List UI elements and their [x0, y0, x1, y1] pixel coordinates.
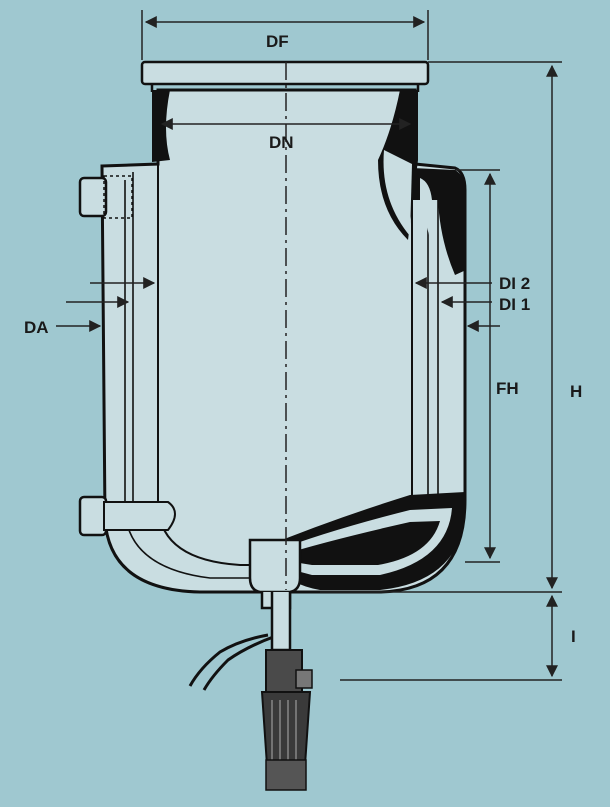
- label-da: DA: [24, 318, 49, 337]
- label-i: I: [571, 627, 576, 646]
- lower-side-nozzle: [78, 495, 108, 537]
- label-dn: DN: [269, 133, 294, 152]
- label-di2: DI 2: [499, 274, 531, 293]
- valve-nut: [295, 669, 313, 689]
- lower-nozzle-body: [103, 501, 176, 531]
- upper-side-nozzle: [78, 176, 108, 218]
- outer-jacket: [100, 88, 467, 594]
- bottom-outlet-neck: [248, 538, 302, 594]
- label-fh: FH: [496, 379, 519, 398]
- valve-handle-end: [265, 759, 307, 791]
- top-flange: [140, 60, 430, 86]
- label-df: DF: [266, 32, 289, 51]
- upper-nozzle-hidden-line: [103, 175, 133, 219]
- bottom-outlet-stem: [270, 592, 292, 652]
- jacket-section-bottom-gap-2: [278, 521, 440, 565]
- valve-handle-grip: [271, 700, 297, 772]
- top-neck: [150, 84, 420, 92]
- wall-section-right-inner: [383, 150, 412, 236]
- label-di1: DI 1: [499, 295, 531, 314]
- label-h: H: [570, 382, 583, 401]
- bottom-drain-tube: [188, 608, 277, 691]
- jacket-section-right-gap: [420, 178, 432, 250]
